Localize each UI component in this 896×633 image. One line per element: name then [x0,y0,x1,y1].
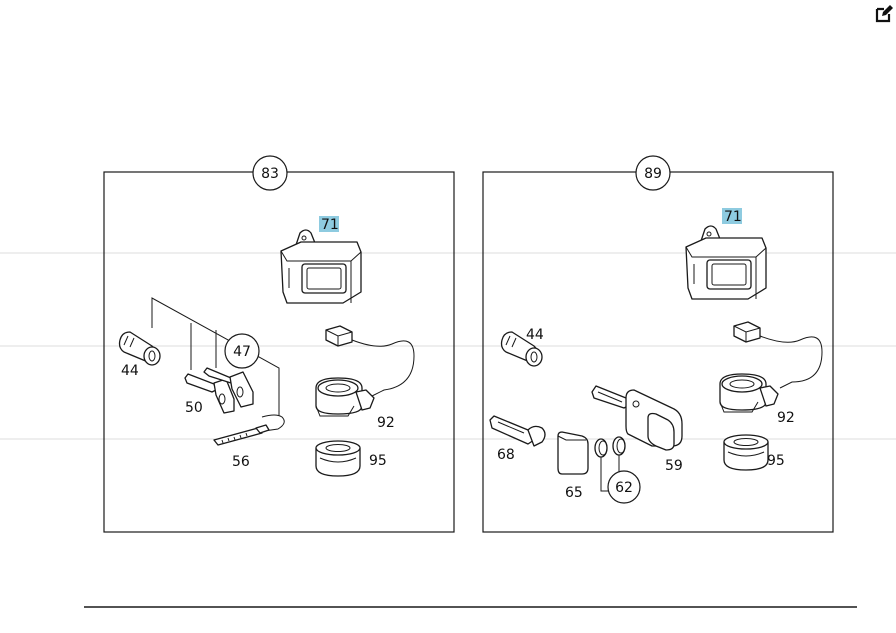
highlight-71 [722,208,742,224]
label-71: 71 [724,209,742,225]
part-71-lock-unit[interactable] [280,229,362,304]
part-62-batteries[interactable] [594,436,626,492]
callout-89[interactable]: 89 [635,155,671,191]
label-44: 44 [526,327,544,343]
edit-icon [875,5,893,23]
edit-button[interactable] [874,4,894,24]
callout-47[interactable]: 47 [224,333,260,369]
part-44-lock-cylinder[interactable] [118,331,161,366]
part-50-keys[interactable] [184,367,254,414]
callout-62[interactable]: 62 [607,470,641,504]
part-92-ignition-switch[interactable] [719,321,823,413]
highlight-71 [319,216,339,232]
callout-label: 62 [615,480,633,496]
label-92: 92 [777,410,795,426]
label-59: 59 [665,458,683,474]
part-44-lock-cylinder[interactable] [500,331,543,367]
label-68: 68 [497,447,515,463]
callout-83[interactable]: 83 [252,155,288,191]
part-65-battery-cover[interactable] [557,431,589,475]
label-95: 95 [767,453,785,469]
label-65: 65 [565,485,583,501]
callout-label: 83 [261,166,279,182]
label-95: 95 [369,453,387,469]
label-50: 50 [185,400,203,416]
part-95-ring[interactable] [723,434,769,471]
callout-label: 89 [644,166,662,182]
part-68-key-blank[interactable] [489,415,546,447]
panel-left: 83 71 44 47 [103,155,455,533]
part-56-emergency-blade[interactable] [213,414,285,446]
part-71-lock-unit[interactable] [685,225,767,300]
label-56: 56 [232,454,250,470]
label-44: 44 [121,363,139,379]
callout-label: 47 [233,344,251,360]
label-92: 92 [377,415,395,431]
part-59-key-fob[interactable] [591,385,683,451]
part-92-ignition-switch[interactable] [315,325,415,417]
panel-right: 89 71 44 68 [482,155,834,533]
label-71: 71 [321,217,339,233]
part-95-ring[interactable] [315,440,361,477]
